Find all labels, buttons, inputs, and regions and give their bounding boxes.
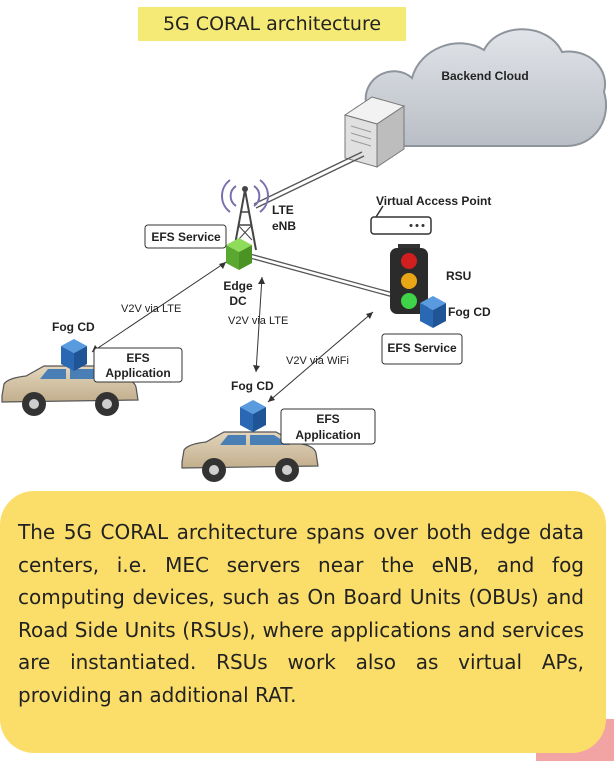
efs-service-left-box [144, 224, 227, 249]
rsu-label: RSU [446, 269, 471, 283]
v2v-wifi-arrow [267, 311, 374, 403]
backend-cloud-label: Backend Cloud [441, 69, 528, 83]
v2v-lte-left-label: V2V via LTE [121, 303, 181, 315]
efs-application-bottom-label-2: Application [295, 428, 360, 442]
efs-application-bottom-box [280, 408, 376, 445]
v2v-lte-center-arrow [253, 276, 265, 373]
server-icon [343, 96, 406, 168]
fog-cd-rsu-cube-icon [420, 296, 446, 328]
efs-application-bottom-label-1: EFS [316, 412, 339, 426]
fog-cd-bottom-cube-icon [240, 400, 266, 432]
efs-application-left-label-2: Application [105, 366, 170, 380]
dc-label: DC [229, 294, 247, 308]
efs-service-right-label: EFS Service [387, 341, 457, 355]
efs-application-left-label-1: EFS [126, 351, 149, 365]
fog-cd-bottom-label: Fog CD [231, 379, 274, 393]
traffic-light-icon [390, 244, 428, 314]
v2v-wifi-label: V2V via WiFi [286, 355, 349, 367]
diagram-title: 5G CORAL architecture [138, 7, 406, 41]
efs-service-right-box [381, 333, 463, 365]
access-point-icon [370, 205, 432, 235]
fog-cd-left-cube-icon [61, 339, 87, 371]
v2v-lte-center-label: V2V via LTE [228, 315, 288, 327]
antenna-tower-icon [221, 179, 269, 251]
lte-label: LTE [272, 203, 294, 217]
fog-cd-left-label: Fog CD [52, 320, 95, 334]
fog-cd-rsu-label: Fog CD [448, 305, 491, 319]
caption-text: The 5G CORAL architecture spans over bot… [0, 491, 606, 753]
server-to-enb-link [253, 151, 365, 209]
enb-to-rsu-link [249, 253, 405, 301]
edge-label: Edge [223, 279, 253, 293]
efs-application-left-box [93, 347, 183, 383]
edge-dc-cube-icon [226, 238, 252, 270]
enb-label: eNB [272, 219, 296, 233]
virtual-access-point-label: Virtual Access Point [376, 194, 491, 208]
architecture-diagram: Backend Cloud [1, 28, 607, 482]
efs-service-left-label: EFS Service [151, 230, 221, 244]
